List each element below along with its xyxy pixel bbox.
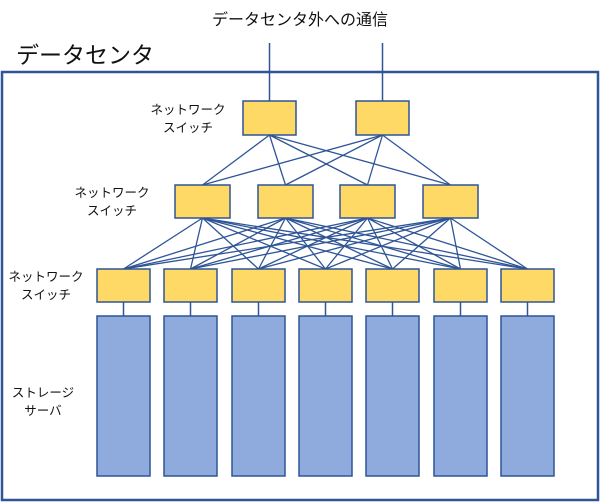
switch-link	[450, 217, 528, 270]
switch-link	[202, 217, 461, 270]
aggregation-switch	[339, 184, 396, 219]
label-line: ネットワーク	[74, 185, 150, 200]
switch-link	[190, 217, 368, 270]
switch-link	[258, 217, 368, 270]
switch-link	[123, 217, 451, 270]
switch-link	[392, 217, 451, 270]
aggregation-switch-label: ネットワーク スイッチ	[72, 184, 152, 220]
edge-switch	[163, 268, 218, 303]
storage-server	[298, 315, 353, 477]
switch-link	[202, 217, 259, 270]
core-switch	[242, 100, 297, 136]
edge-switch	[500, 268, 555, 303]
switch-link	[202, 134, 270, 186]
switch-link	[285, 217, 393, 270]
label-line: サーバ	[24, 403, 62, 418]
storage-server	[433, 315, 488, 477]
aggregation-switch	[174, 184, 231, 219]
aggregation-switch	[422, 184, 479, 219]
switch-link	[258, 217, 451, 270]
switch-link	[449, 217, 462, 270]
edge-switch	[96, 268, 151, 303]
edge-switch	[433, 268, 488, 303]
edge-switch	[298, 268, 353, 303]
core-switch-label: ネットワーク スイッチ	[148, 101, 228, 137]
label-line: ネットワーク	[150, 102, 226, 117]
switch-link	[366, 134, 384, 186]
switch-link	[325, 217, 451, 270]
edge-switch	[231, 268, 286, 303]
label-line: スイッチ	[162, 120, 213, 135]
switch-link	[190, 217, 286, 270]
switch-link	[257, 217, 287, 270]
switch-link	[284, 217, 327, 270]
storage-server	[231, 315, 286, 477]
switch-link	[269, 134, 451, 186]
switch-link	[382, 134, 451, 186]
edge-switch-label: ネットワーク スイッチ	[6, 268, 86, 304]
edge-switch	[365, 268, 420, 303]
core-switch	[355, 100, 410, 136]
storage-server	[96, 315, 151, 477]
label-line: スイッチ	[86, 203, 137, 218]
switch-link	[269, 134, 368, 186]
switch-link	[285, 217, 461, 270]
switch-link	[123, 217, 203, 270]
switch-link	[202, 134, 383, 186]
switch-link	[189, 217, 204, 270]
switch-link	[268, 134, 287, 186]
switch-link	[324, 217, 369, 270]
storage-server	[500, 315, 555, 477]
switch-link	[202, 217, 393, 270]
switch-link	[366, 217, 394, 270]
datacenter-title: データセンタ	[16, 43, 154, 69]
switch-link	[123, 217, 368, 270]
switch-link	[123, 217, 286, 270]
switch-link	[367, 217, 461, 270]
aggregation-switch	[257, 184, 314, 219]
storage-server-label: ストレージ サーバ	[8, 384, 78, 420]
switch-link	[202, 217, 326, 270]
storage-server	[163, 315, 218, 477]
datacenter-frame	[0, 70, 600, 502]
label-line: ネットワーク	[8, 269, 84, 284]
label-line: スイッチ	[20, 287, 71, 302]
label-line: ストレージ	[11, 385, 75, 400]
switch-link	[285, 134, 383, 186]
storage-server	[365, 315, 420, 477]
switch-link	[190, 217, 451, 270]
external-communication-label: データセンタ外への通信	[211, 10, 388, 29]
